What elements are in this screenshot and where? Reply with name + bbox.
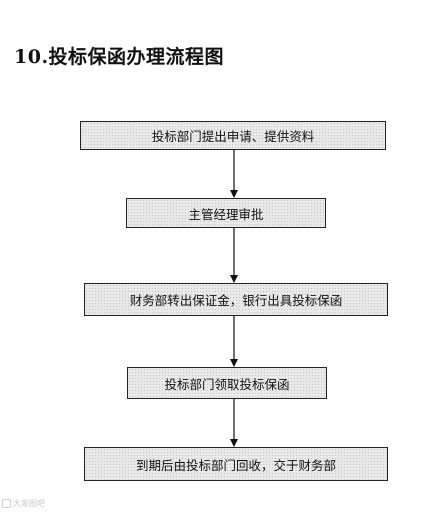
flow-step-manager-approval: 主管经理审批 (126, 198, 326, 228)
page-title: 10.投标保函办理流程图 (14, 46, 225, 68)
flow-step-label: 投标部门提出申请、提供资料 (151, 129, 315, 144)
flow-step-label: 主管经理审批 (188, 206, 264, 222)
watermark-text: 大家图吧 (13, 499, 45, 508)
flow-step-collect-guarantee: 投标部门领取投标保函 (127, 367, 327, 399)
flow-step-apply: 投标部门提出申请、提供资料 (80, 121, 386, 150)
watermark: 大家图吧 (2, 498, 45, 509)
flow-step-label: 到期后由投标部门回收，交于财务部 (135, 457, 336, 473)
flow-step-finance-bank: 财务部转出保证金，银行出具投标保函 (84, 283, 388, 316)
flow-step-return-finance: 到期后由投标部门回收，交于财务部 (84, 447, 388, 481)
flow-step-label: 投标部门领取投标保函 (164, 376, 290, 392)
logo-icon (2, 499, 11, 508)
flow-step-label: 财务部转出保证金，银行出具投标保函 (129, 293, 343, 308)
